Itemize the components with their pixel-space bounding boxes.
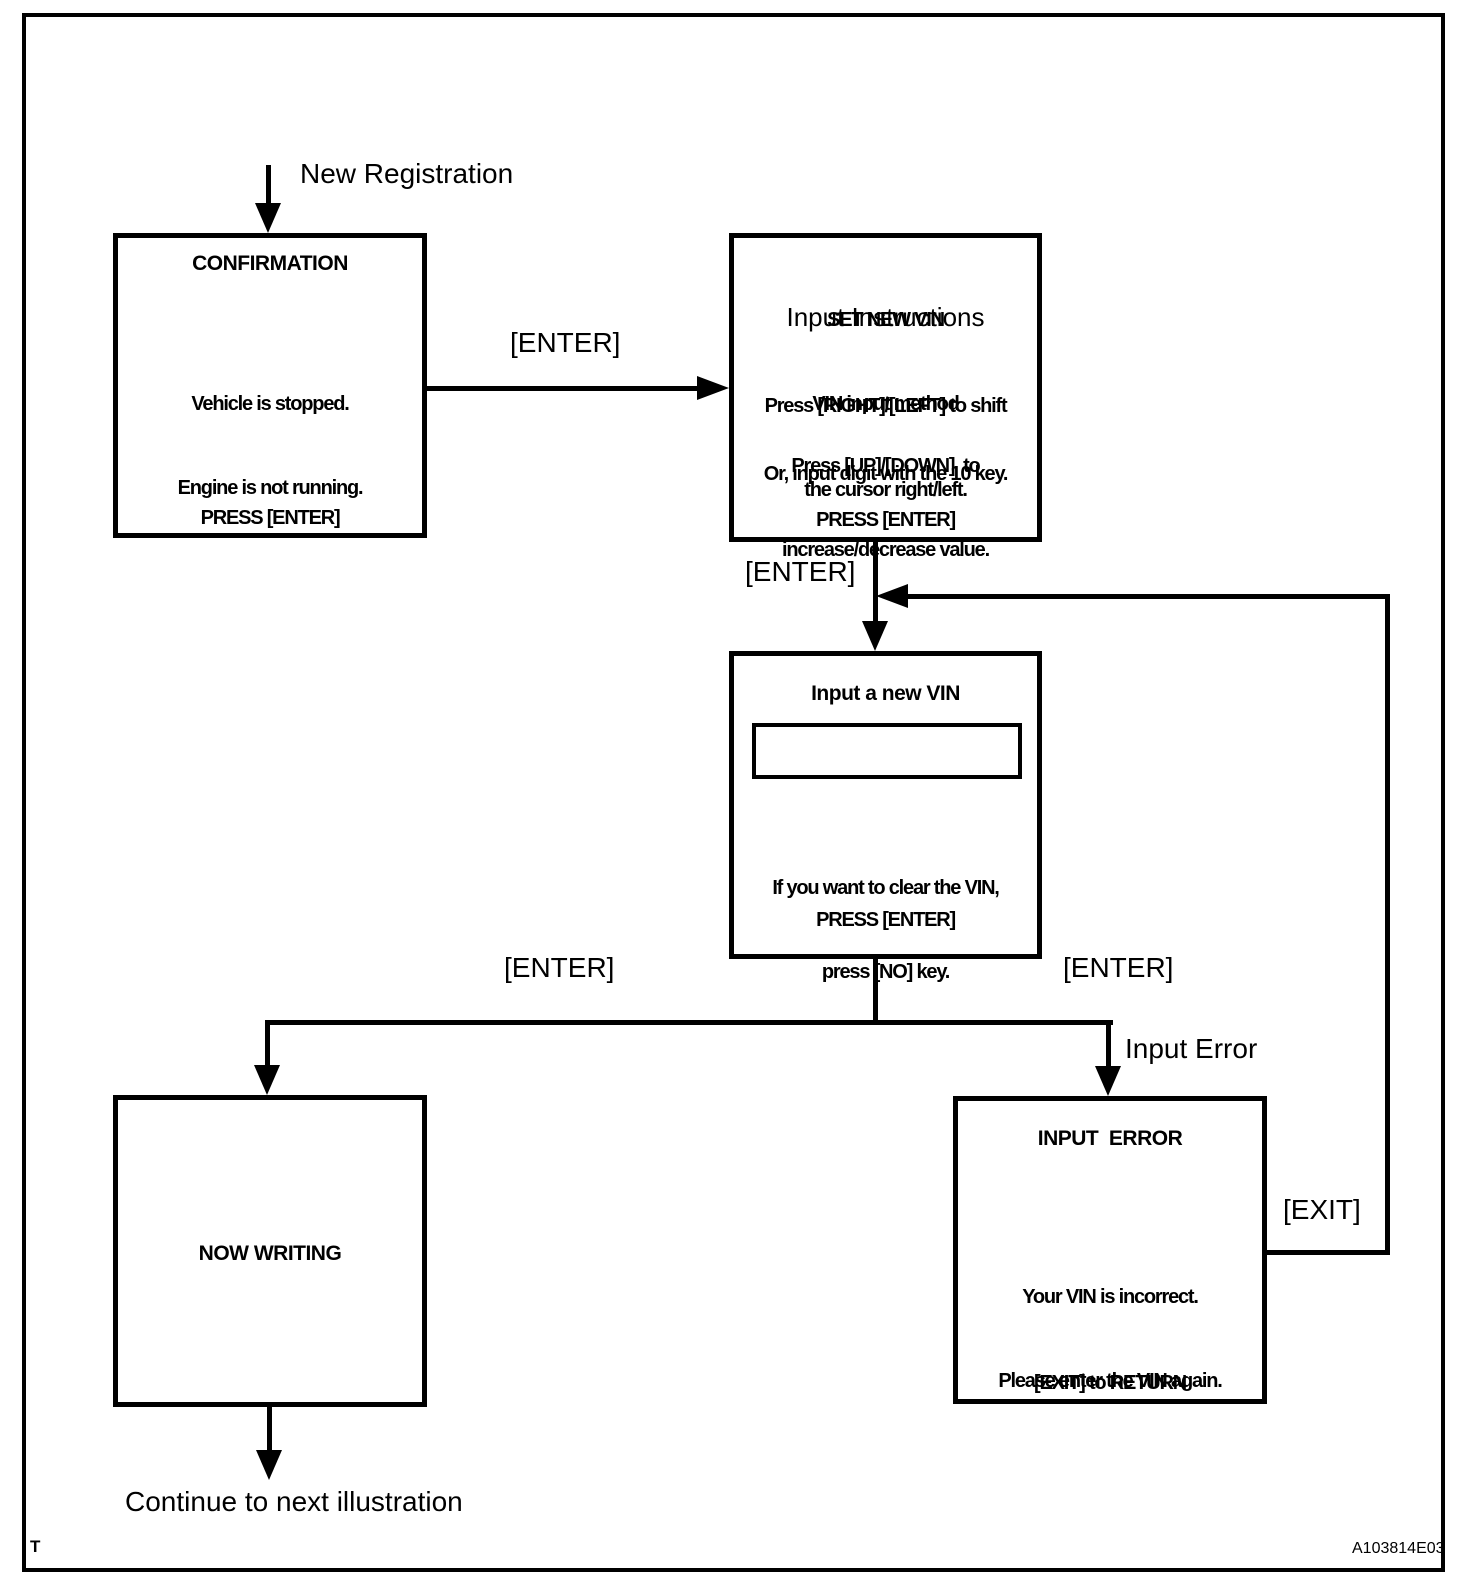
node-now-writing: NOW WRITING [113, 1095, 427, 1407]
continue-label: Continue to next illustration [125, 1486, 463, 1517]
exit-label: [EXIT] [1283, 1194, 1361, 1225]
connector-exit [267, 1407, 272, 1452]
body-line: Please enter the VIN again. [998, 1370, 1222, 1392]
connector-entry [266, 165, 271, 207]
instruction-line: the cursor right/left. [804, 479, 968, 501]
node-footer: PRESS [ENTER] [200, 507, 341, 529]
instruction-line: Press [UP]/[DOWN] to [791, 455, 980, 477]
node-subtitle: Input Instructions [786, 302, 985, 332]
node-footer: PRESS [ENTER] [816, 909, 956, 931]
arrowhead-left-icon [876, 584, 908, 608]
instruction-group-1: Press [RIGHT]/[LEFT] to shift the cursor… [734, 336, 1037, 560]
entry-label: New Registration [300, 158, 514, 189]
enter-label-4: [ENTER] [1063, 952, 1174, 983]
enter-label-1: [ENTER] [510, 327, 621, 358]
connector-confirmation-to-setvin [427, 386, 699, 391]
connector-branch-horizontal [265, 1020, 1113, 1025]
node-note: If you want to clear the VIN, press [NO]… [734, 818, 1037, 1042]
node-title-group: SET NEW VIN VIN input method [734, 250, 1037, 474]
corner-mark: T [30, 1537, 41, 1556]
node-title: Input a new VIN [811, 682, 960, 705]
instruction-line-or: Or, input digit with the 10 key. [763, 463, 1009, 485]
title-line: VIN input method [812, 393, 960, 415]
node-title: NOW WRITING [198, 1242, 342, 1265]
connector-feedback-right [1385, 594, 1390, 1255]
figure-id: A103814E03 [1352, 1540, 1445, 1557]
connector-feedback-bottom [1267, 1250, 1390, 1255]
node-body: Vehicle is stopped. Engine is not runnin… [118, 334, 422, 558]
arrowhead-down-icon [254, 1065, 280, 1095]
connector-branch-left [265, 1020, 270, 1067]
node-set-new-vin: SET NEW VIN VIN input method Input Instr… [729, 233, 1042, 561]
enter-label-3: [ENTER] [504, 952, 615, 983]
body-line: Vehicle is stopped. [191, 393, 349, 415]
note-line: press [NO] key. [821, 961, 950, 983]
connector-setvin-to-input [873, 542, 878, 623]
arrowhead-down-icon [862, 621, 888, 651]
body-line: Your VIN is incorrect. [1022, 1286, 1199, 1308]
node-title: CONFIRMATION [192, 252, 348, 275]
instruction-line: Press [RIGHT]/[LEFT] to shift [764, 395, 1008, 417]
node-title: INPUT ERROR [1037, 1127, 1183, 1150]
node-footer: PRESS [ENTER] [816, 509, 956, 531]
input-error-branch-label: Input Error [1125, 1033, 1258, 1064]
node-body: Your VIN is incorrect. Please enter the … [958, 1227, 1262, 1451]
connector-feedback-top [908, 594, 1387, 599]
connector-branch-stem [873, 959, 878, 1025]
note-line: If you want to clear the VIN, [772, 877, 1000, 899]
node-footer: [EXIT] to RETURN [1034, 1372, 1187, 1394]
body-line: Engine is not running. [177, 477, 364, 499]
node-confirmation: CONFIRMATION Vehicle is stopped. Engine … [113, 233, 427, 538]
instruction-line: increase/decrease value. [782, 539, 990, 561]
arrowhead-down-icon [256, 1450, 282, 1480]
vin-input-field [752, 723, 1022, 779]
arrowhead-right-icon [697, 376, 729, 400]
instruction-group-2: Press [UP]/[DOWN] to increase/decrease v… [734, 396, 1037, 620]
connector-branch-right [1106, 1020, 1111, 1068]
node-input-new-vin: Input a new VIN If you want to clear the… [729, 651, 1042, 983]
title-line: SET NEW VIN [827, 309, 945, 331]
node-input-error: INPUT ERROR Your VIN is incorrect. Pleas… [953, 1096, 1267, 1404]
arrowhead-down-icon [1095, 1066, 1121, 1096]
enter-label-2: [ENTER] [745, 556, 856, 587]
page-border [22, 13, 1445, 1572]
arrowhead-down-icon [255, 203, 281, 233]
